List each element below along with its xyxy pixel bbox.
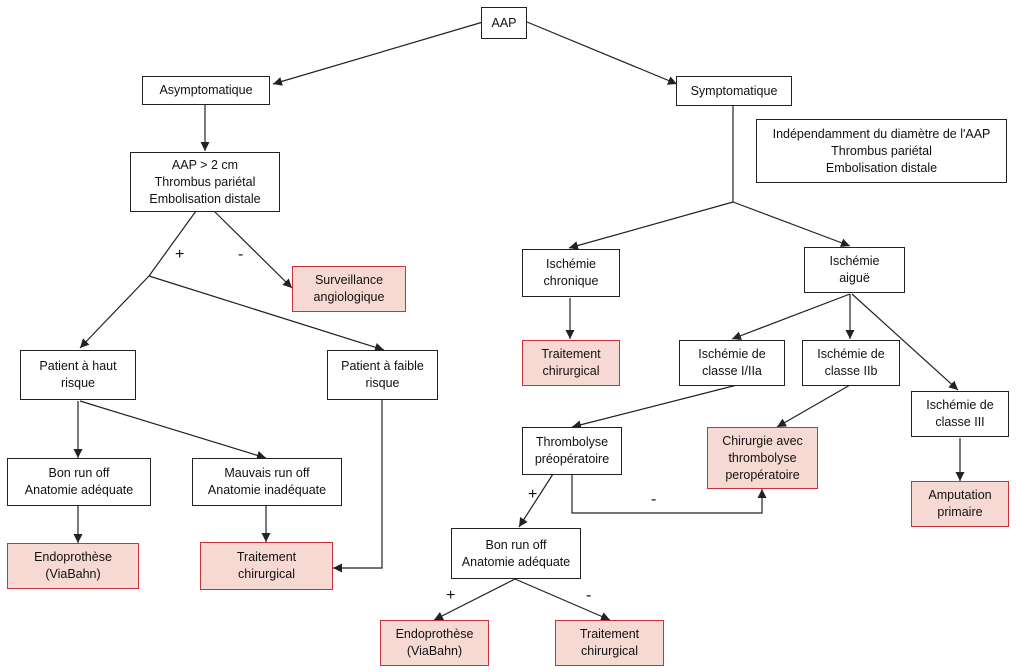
edge-split-aigue xyxy=(732,201,851,248)
edge-aap-sympt xyxy=(526,21,678,85)
edge-thrombo-bon2 xyxy=(518,473,554,528)
node-classe-3: Ischémie de classe III xyxy=(911,391,1009,437)
sign-plus-thrombolyse: + xyxy=(528,486,538,503)
node-thrombolyse: Thrombolyse préopératoire xyxy=(522,427,622,475)
node-faible-risque: Patient à faible risque xyxy=(327,350,438,400)
edge-faible-trait1 xyxy=(333,400,383,573)
edge-crit-split xyxy=(148,210,197,277)
edge-class1-thrombo xyxy=(571,384,738,430)
node-asymptomatique: Asymptomatique xyxy=(142,76,270,105)
node-traitement-1: Traitement chirurgical xyxy=(200,542,333,590)
edge-split-chron xyxy=(568,201,734,250)
edge-aap-asympt xyxy=(272,21,484,86)
node-surveillance: Surveillance angiologique xyxy=(292,266,406,312)
edge-thrombo-chir xyxy=(571,474,767,514)
edge-split-faible xyxy=(148,275,385,352)
node-haut-risque: Patient à haut risque xyxy=(20,350,136,400)
edge-bon2-endo2 xyxy=(433,578,516,621)
node-mauvais-run-off: Mauvais run off Anatomie inadéquate xyxy=(192,458,342,506)
node-endoprothese-2: Endoprothèse (ViaBahn) xyxy=(380,620,489,666)
sign-minus-thrombolyse: - xyxy=(651,491,657,508)
edge-bon2-trait3 xyxy=(514,578,611,621)
node-amputation: Amputation primaire xyxy=(911,481,1009,527)
sign-minus-criteria: - xyxy=(238,246,244,263)
sign-minus-bon-run-off: - xyxy=(586,587,592,604)
edge-class2-chir xyxy=(776,384,851,428)
node-aap: AAP xyxy=(481,7,527,39)
sign-plus-criteria: + xyxy=(175,246,185,263)
node-ischemie-aigue: Ischémie aiguë xyxy=(804,247,905,293)
edge-aigue-class1 xyxy=(731,293,851,340)
sign-plus-bon-run-off: + xyxy=(446,587,456,604)
node-traitement-2: Traitement chirurgical xyxy=(522,340,620,386)
node-ischemie-chronique: Ischémie chronique xyxy=(522,249,620,297)
node-traitement-3: Traitement chirurgical xyxy=(555,620,664,666)
edge-split-haut xyxy=(79,275,150,349)
edge-crit-surv xyxy=(213,210,293,289)
node-classe-2b: Ischémie de classe IIb xyxy=(802,340,900,386)
edge-aigue-class3 xyxy=(851,293,959,391)
node-chirurgie-thrombolyse: Chirurgie avec thrombolyse peropératoire xyxy=(707,427,818,489)
node-endoprothese-1: Endoprothèse (ViaBahn) xyxy=(7,543,139,589)
node-criteria: AAP > 2 cm Thrombus pariétal Embolisatio… xyxy=(130,152,280,212)
edge-haut-mauvais xyxy=(79,400,267,460)
node-symptomatique: Symptomatique xyxy=(676,76,792,106)
node-bon-run-off-1: Bon run off Anatomie adéquate xyxy=(7,458,151,506)
node-bon-run-off-2: Bon run off Anatomie adéquate xyxy=(451,528,581,579)
node-note: Indépendamment du diamètre de l'AAP Thro… xyxy=(756,119,1007,183)
node-classe-1-2a: Ischémie de classe I/IIa xyxy=(679,340,785,386)
